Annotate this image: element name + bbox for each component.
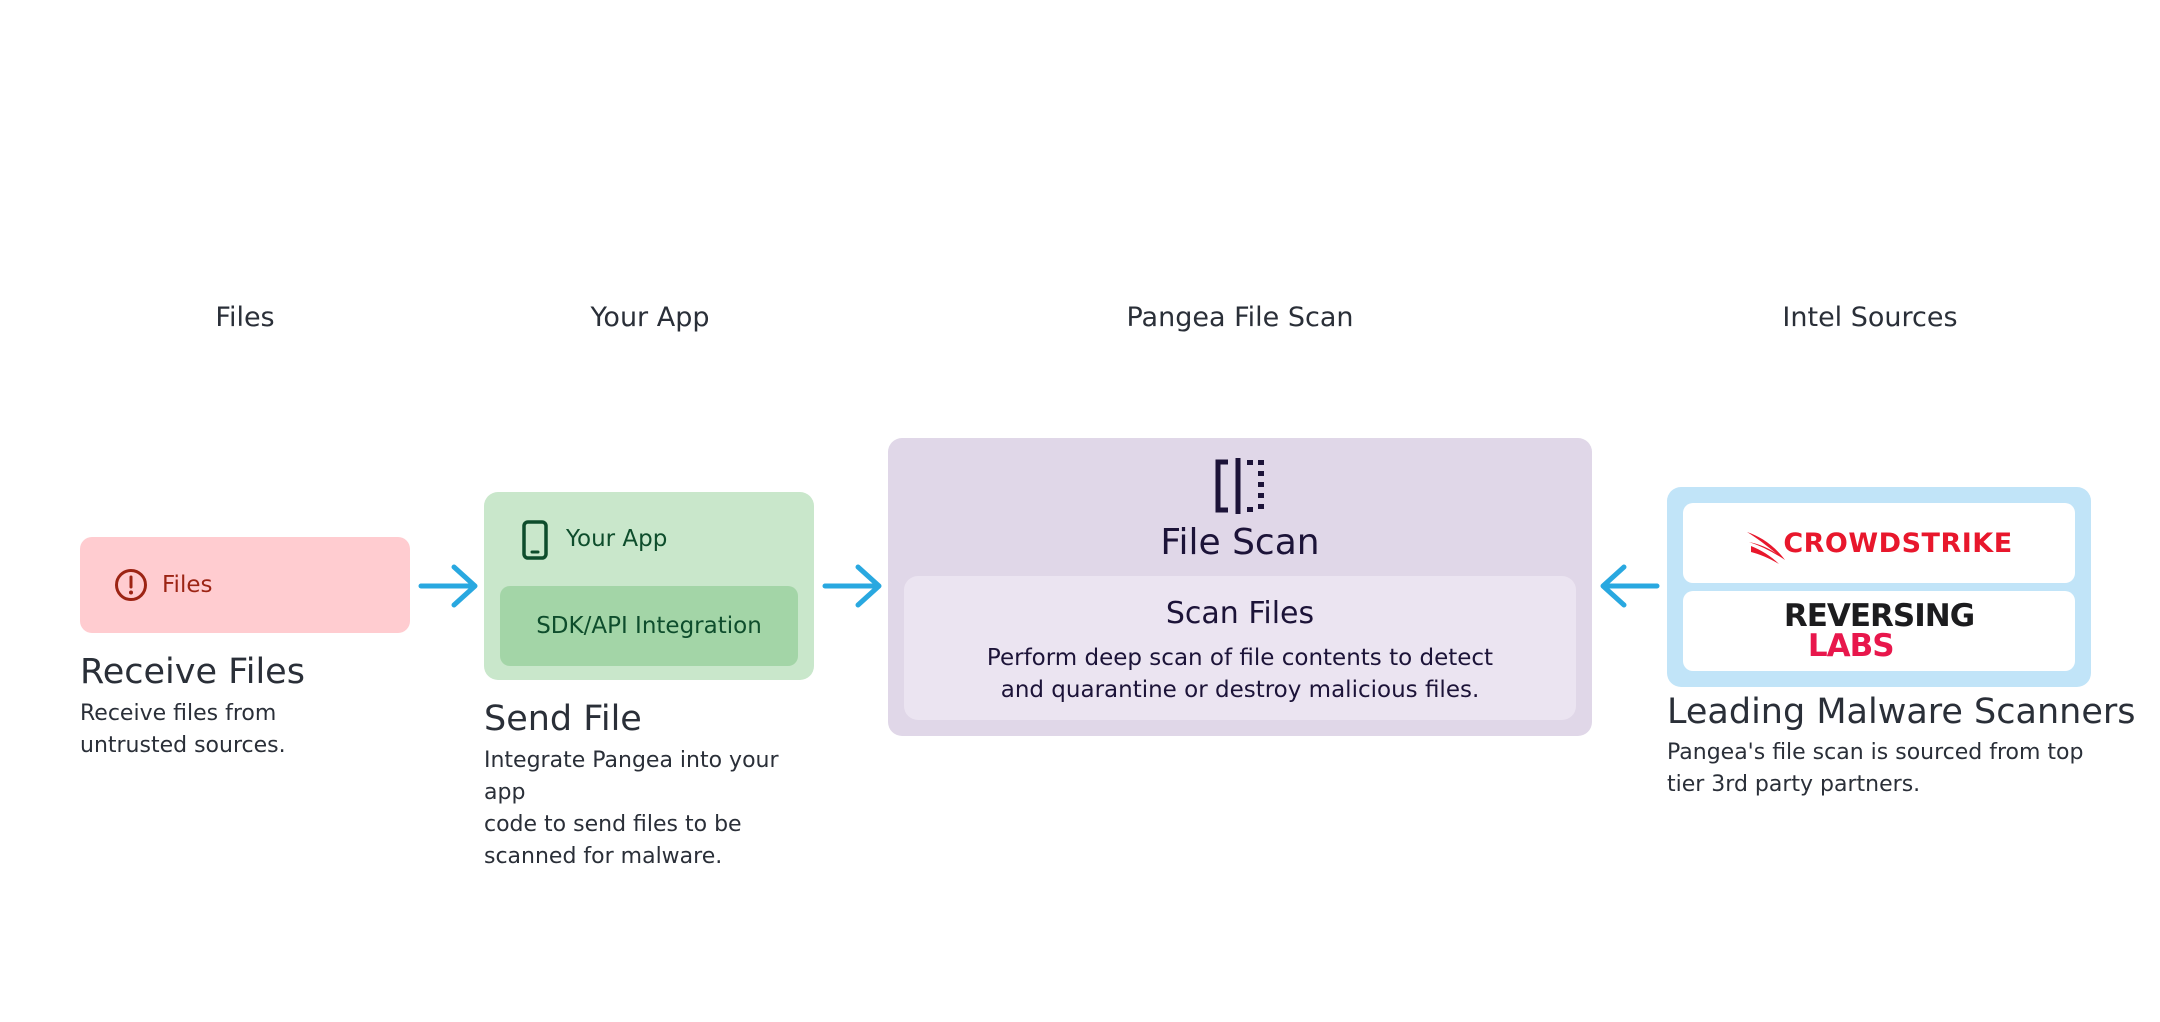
- scan-desc-line: Perform deep scan of file contents to de…: [986, 645, 1494, 671]
- arrow-right-icon: [418, 564, 478, 608]
- leading-malware-scanners-heading: Leading Malware Scanners: [1667, 692, 2136, 732]
- receive-files-heading: Receive Files: [80, 652, 305, 692]
- send-desc-line: Integrate Pangea into your app: [484, 748, 779, 805]
- pangea-file-scan-box: File Scan Scan Files Perform deep scan o…: [888, 438, 1592, 736]
- files-box: Files: [80, 537, 410, 633]
- your-app-box: Your App SDK/API Integration: [484, 492, 814, 680]
- reversinglabs-card: REVERSING LABS: [1683, 591, 2075, 671]
- scan-files-subtitle: Scan Files: [1165, 596, 1315, 631]
- scan-files-panel: Scan Files Perform deep scan of file con…: [904, 576, 1576, 720]
- receive-files-description: Receive files from untrusted sources.: [80, 698, 410, 762]
- crowdstrike-card: CROWDSTRIKE: [1683, 503, 2075, 583]
- column-title-files: Files: [215, 302, 275, 333]
- sdk-api-integration-box: SDK/API Integration: [500, 586, 798, 666]
- leading-desc-line: tier 3rd party partners.: [1667, 772, 1921, 797]
- scan-desc-line: and quarantine or destroy malicious file…: [1000, 677, 1480, 703]
- column-title-intel-sources: Intel Sources: [1782, 302, 1958, 333]
- receive-desc-line: untrusted sources.: [80, 733, 286, 758]
- column-title-pangea-file-scan: Pangea File Scan: [1126, 302, 1354, 333]
- file-scan-icon: [1214, 456, 1268, 520]
- send-file-heading: Send File: [484, 699, 642, 739]
- crowdstrike-logo-text: CROWDSTRIKE: [1783, 527, 2013, 559]
- scan-files-description: Perform deep scan of file contents to de…: [904, 642, 1576, 706]
- column-title-your-app: Your App: [590, 302, 710, 333]
- send-desc-line: code to send files to be: [484, 812, 742, 837]
- smartphone-icon: [522, 520, 548, 564]
- receive-desc-line: Receive files from: [80, 701, 277, 726]
- send-file-description: Integrate Pangea into your app code to s…: [484, 745, 824, 873]
- sdk-api-integration-label: SDK/API Integration: [536, 613, 762, 639]
- reversinglabs-logo-bottom: LABS: [1807, 628, 1895, 664]
- arrow-right-icon: [822, 564, 882, 608]
- crowdstrike-falcon-logo: [1747, 532, 1786, 564]
- intel-sources-box: CROWDSTRIKE REVERSING LABS: [1667, 487, 2091, 687]
- leading-malware-scanners-description: Pangea's file scan is sourced from top t…: [1667, 737, 2107, 801]
- send-desc-line: scanned for malware.: [484, 844, 723, 869]
- leading-desc-line: Pangea's file scan is sourced from top: [1667, 740, 2084, 765]
- reversinglabs-logo-top: REVERSING: [1783, 598, 1975, 634]
- files-box-label: Files: [162, 572, 213, 598]
- your-app-label: Your App: [566, 526, 668, 552]
- arrow-left-icon: [1600, 564, 1660, 608]
- file-scan-title: File Scan: [1160, 522, 1320, 563]
- alert-circle-icon: [114, 568, 148, 602]
